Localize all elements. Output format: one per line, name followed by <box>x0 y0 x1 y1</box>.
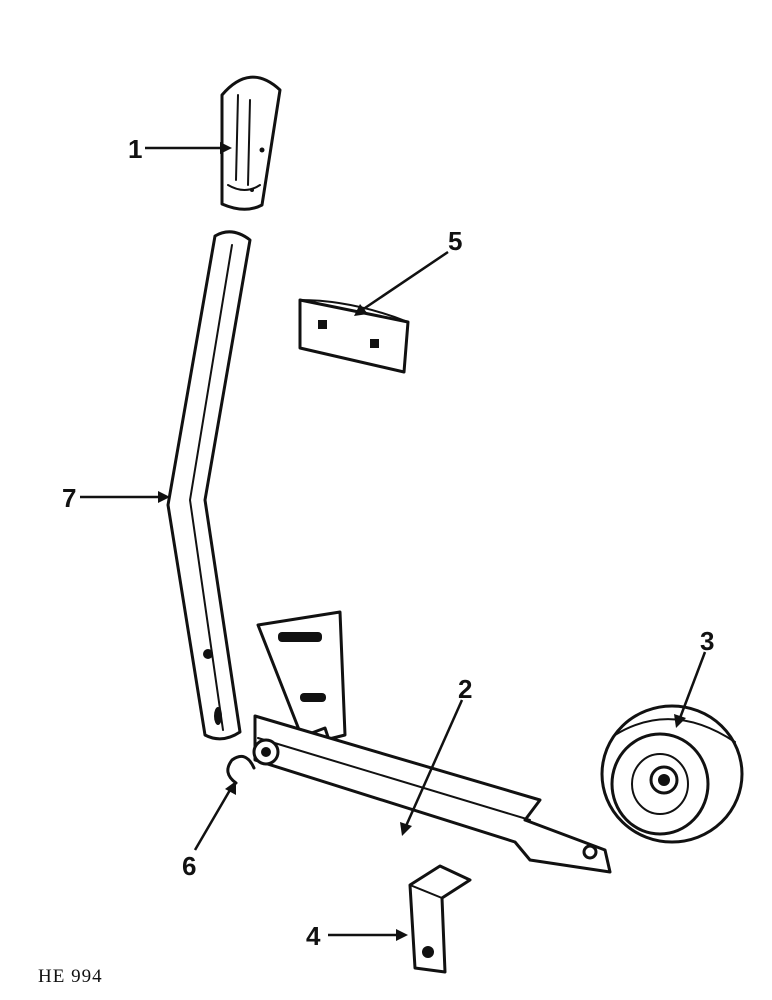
part-4-angle-bracket <box>408 864 472 974</box>
part-6-snap-ring <box>226 754 256 785</box>
part-1-handle-grip <box>220 75 282 211</box>
figure-code: HE 994 <box>38 966 103 987</box>
part-3-pulley <box>600 704 744 844</box>
leader-lines <box>80 142 707 941</box>
callout-3: 3 <box>700 626 714 656</box>
callout-5: 5 <box>448 226 462 256</box>
part-2-arm-assembly <box>252 610 612 874</box>
callout-6: 6 <box>182 851 196 881</box>
callout-4: 4 <box>306 921 321 951</box>
callout-7: 7 <box>62 483 76 513</box>
part-5-bracket-plate <box>298 298 410 374</box>
callout-2: 2 <box>458 674 472 704</box>
callout-1: 1 <box>128 134 142 164</box>
part-7-handle-tube <box>166 230 252 741</box>
